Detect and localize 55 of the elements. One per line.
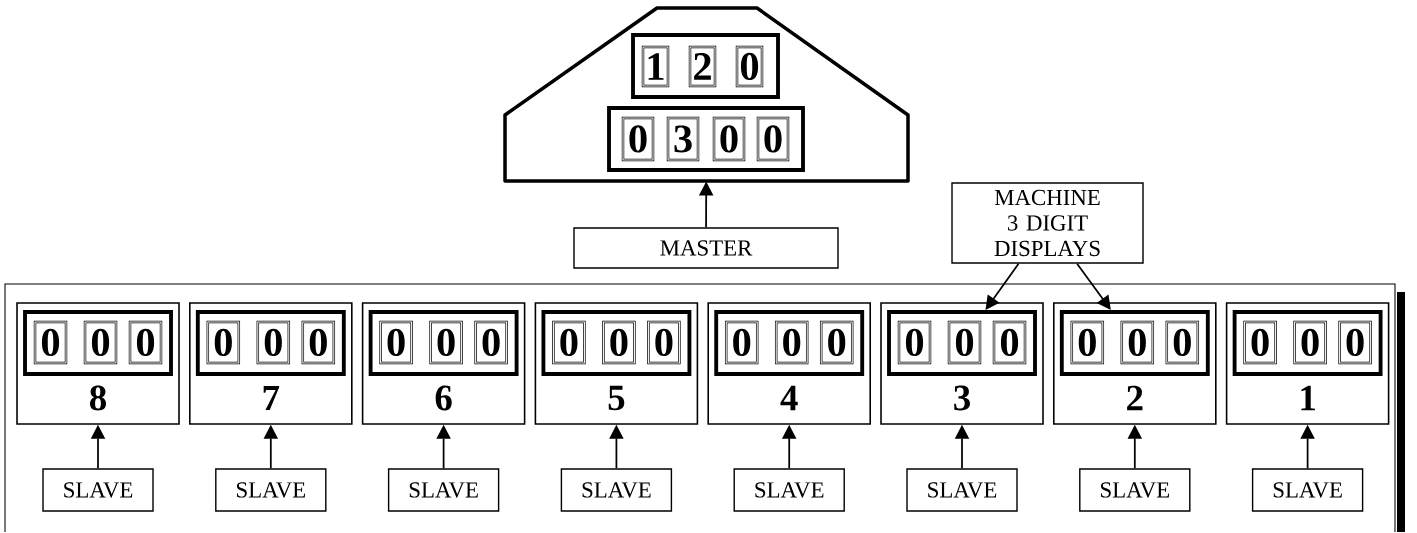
digit-window: 0 bbox=[712, 116, 746, 162]
display-frame bbox=[1232, 310, 1383, 376]
label-box: SLAVE bbox=[560, 468, 673, 512]
digit-window: 0 bbox=[1338, 320, 1372, 365]
digit-window: 0 bbox=[992, 320, 1027, 365]
digit-window: 0 bbox=[819, 320, 854, 365]
digit-window: 0 bbox=[735, 45, 764, 88]
digit-window: 0 bbox=[301, 320, 336, 365]
digit-window: 0 bbox=[1165, 320, 1200, 365]
display-frame bbox=[23, 310, 173, 376]
display-housing bbox=[503, 6, 910, 183]
digit-window: 0 bbox=[621, 116, 655, 162]
digit-window: 0 bbox=[33, 320, 68, 365]
label-box: SLAVE bbox=[215, 468, 327, 512]
digit-window: 0 bbox=[947, 320, 982, 365]
digit-window: 0 bbox=[552, 320, 586, 365]
digit-window: 0 bbox=[474, 320, 508, 365]
digit-window: 0 bbox=[83, 320, 118, 365]
label-box: SLAVE bbox=[906, 468, 1018, 512]
label-box: SLAVE bbox=[1251, 468, 1364, 512]
digit-window: 0 bbox=[256, 320, 291, 365]
panel-frame bbox=[4, 283, 1405, 533]
digit-window: 0 bbox=[1070, 320, 1105, 365]
digit-window: 0 bbox=[897, 320, 932, 365]
digit-window: 3 bbox=[666, 116, 700, 162]
digit-window: 0 bbox=[1243, 320, 1277, 365]
label-box: SLAVE bbox=[387, 468, 500, 512]
digit-window: 0 bbox=[206, 320, 241, 365]
label-box: SLAVE bbox=[1079, 468, 1191, 512]
arrow bbox=[1076, 262, 1111, 310]
display-frame bbox=[607, 106, 805, 172]
display-frame bbox=[541, 310, 692, 376]
display-frame bbox=[195, 310, 346, 376]
digit-window: 0 bbox=[379, 320, 413, 365]
display-frame bbox=[631, 33, 780, 99]
digit-window: 0 bbox=[1120, 320, 1155, 365]
display-frame bbox=[368, 310, 519, 376]
digit-window: 2 bbox=[688, 45, 717, 88]
display-frame bbox=[1059, 310, 1210, 376]
digit-window: 0 bbox=[725, 320, 759, 365]
display-frame bbox=[887, 310, 1037, 376]
digit-window: 0 bbox=[1293, 320, 1327, 365]
label-box: SLAVE bbox=[42, 468, 154, 512]
display-frame bbox=[714, 310, 865, 376]
label-box: MACHINE 3 DIGIT DISPLAYS bbox=[951, 182, 1144, 264]
label-box: MASTER bbox=[573, 227, 839, 269]
digit-window: 0 bbox=[128, 320, 163, 365]
digit-window: 0 bbox=[647, 320, 681, 365]
label-box: SLAVE bbox=[733, 468, 845, 512]
digit-window: 0 bbox=[602, 320, 636, 365]
digit-window: 0 bbox=[429, 320, 463, 365]
digit-window: 0 bbox=[775, 320, 809, 365]
arrow bbox=[985, 262, 1020, 310]
digit-window: 0 bbox=[756, 116, 790, 162]
digit-window: 1 bbox=[641, 45, 670, 88]
